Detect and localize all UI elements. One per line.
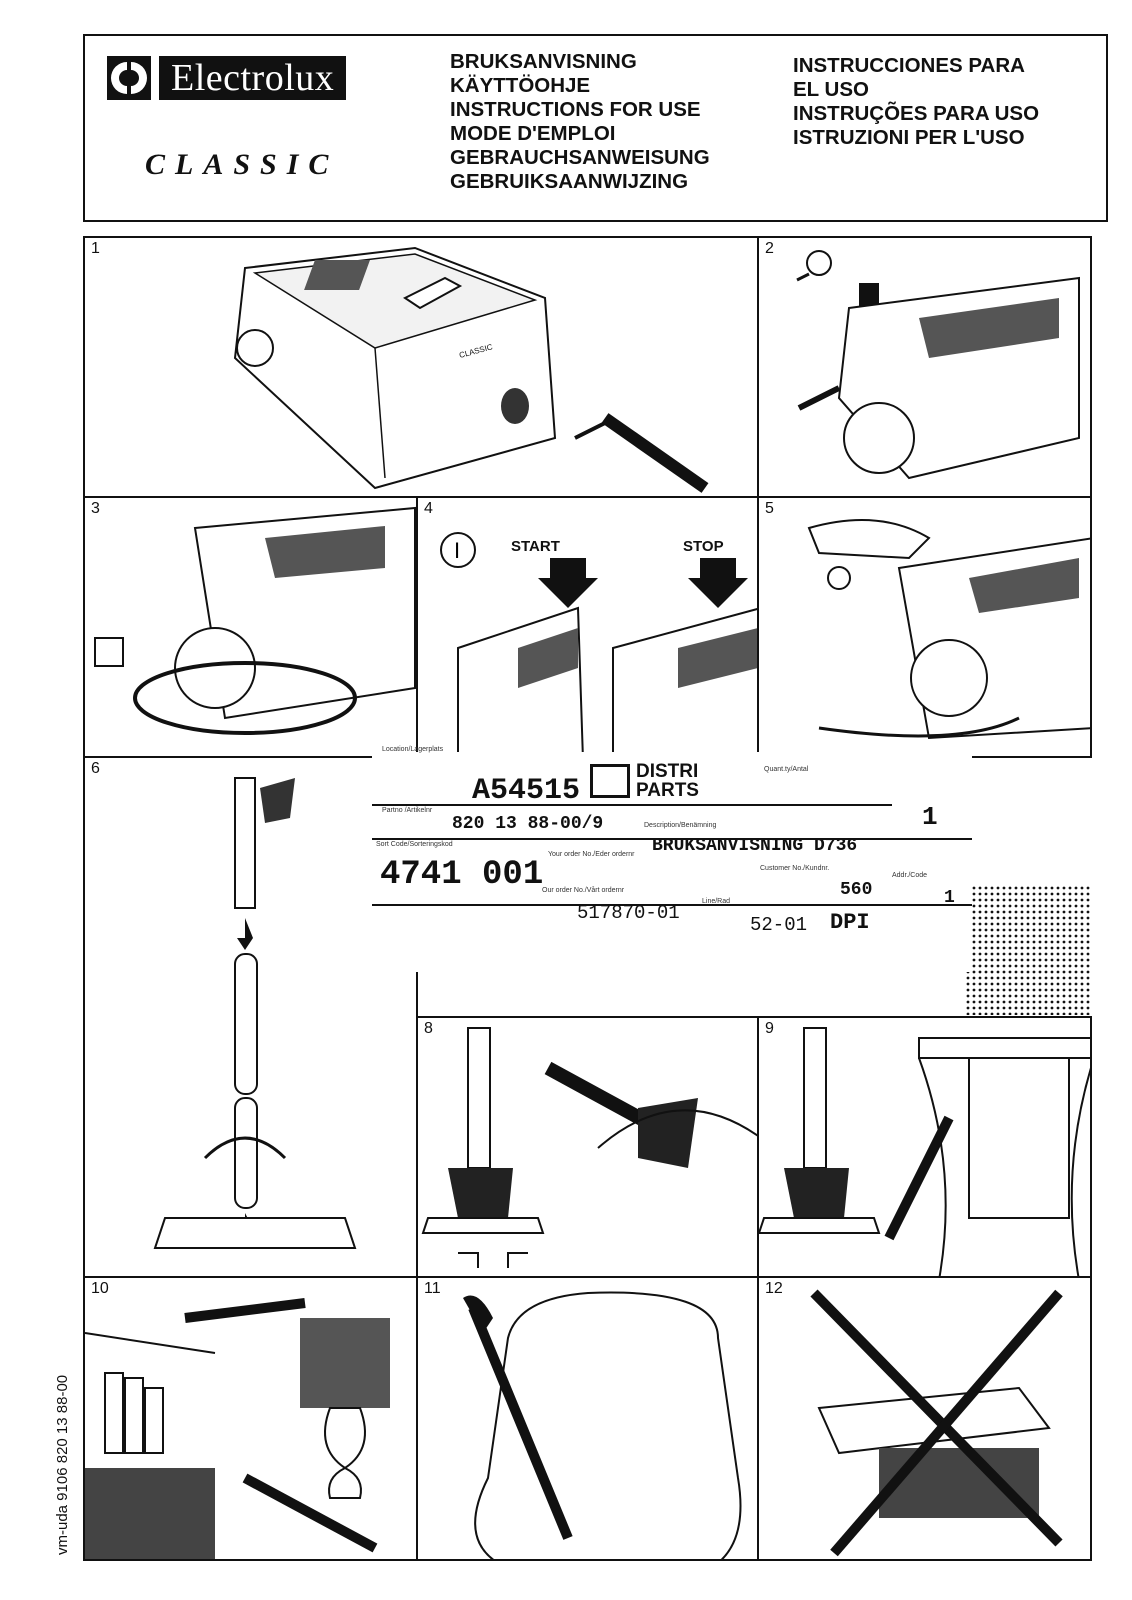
panel-3: 3	[83, 496, 418, 758]
language-title: ISTRUZIONI PER L'USO	[793, 126, 1025, 149]
panel-number: 10	[91, 1280, 109, 1297]
panel-1: 1 CLASSIC	[83, 236, 759, 498]
dusting-illustration	[85, 1298, 390, 1559]
line-caption: Line/Rad	[702, 898, 731, 905]
stop-label: STOP	[683, 538, 724, 555]
panel-5: 5	[757, 496, 1092, 758]
quantity-value: 1	[922, 802, 938, 832]
our-order-number: 517870-01	[577, 902, 680, 924]
electrolux-logo-icon	[107, 56, 151, 100]
cord-rewind-illustration	[807, 519, 1090, 740]
panel-6: 6	[83, 756, 418, 1278]
line-number: 52-01	[750, 914, 808, 936]
parts-label-card: Location/Lagerplats A54515 DISTRI PARTS …	[372, 746, 972, 972]
panel-number: 2	[765, 240, 774, 257]
panel-10: 10	[83, 1276, 418, 1561]
language-title: GEBRAUCHSANWEISUNG	[450, 146, 710, 169]
divider	[372, 804, 892, 806]
sortcode-caption: Sort Code/Sorteringskod	[376, 841, 453, 848]
panel-4: 4 I START STOP	[416, 496, 759, 758]
panel-12: 12	[757, 1276, 1092, 1561]
language-title: INSTRUCTIONS FOR USE	[450, 98, 701, 121]
panel-number: 4	[424, 500, 433, 517]
panel-8: 8	[416, 1016, 759, 1278]
part-number: 820 13 88-00/9	[452, 814, 604, 834]
power-on-symbol: I	[454, 538, 460, 563]
prohibited-use-illustration	[810, 1289, 1063, 1557]
sort-code: 4741 001	[380, 856, 544, 894]
start-stop-illustration: I	[440, 532, 757, 756]
language-title: MODE D'EMPLOI	[450, 122, 616, 145]
partno-caption: Partno /Artikelnr	[382, 807, 433, 814]
addr-code: 1	[944, 888, 955, 908]
distri-parts-logo: DISTRI PARTS	[590, 762, 699, 800]
assembly-illustration	[153, 777, 357, 1249]
upholstery-illustration	[463, 1291, 742, 1559]
distri-line1: DISTRI	[636, 761, 699, 782]
panel-number: 1	[91, 240, 100, 257]
language-title: BRUKSANVISNING	[450, 50, 637, 73]
brand-name: Electrolux	[159, 56, 347, 100]
language-title: EL USO	[793, 78, 869, 101]
quantity-caption: Quant.ty/Antal	[764, 766, 809, 773]
language-title: KÄYTTÖOHJE	[450, 74, 591, 97]
language-title: GEBRUIKSAANWIJZING	[450, 170, 689, 193]
our-order-caption: Our order No./Vårt ordernr	[542, 887, 625, 894]
panel-9: 9	[757, 1016, 1092, 1278]
customer-number: 560	[840, 880, 873, 900]
model-name: CLASSIC	[145, 148, 339, 181]
panel-number: 5	[765, 500, 774, 517]
language-list-2: INSTRUCCIONES PARA EL USO INSTRUÇÕES PAR…	[793, 54, 1039, 150]
description-caption: Description/Benämning	[644, 822, 717, 829]
language-list-1: BRUKSANVISNING KÄYTTÖOHJE INSTRUCTIONS F…	[450, 50, 710, 194]
description-value: BRUKSANVISNING D736	[652, 836, 858, 856]
location-caption: Location/Lagerplats	[382, 746, 444, 753]
floor-nozzle-illustration	[421, 1027, 757, 1268]
start-label: START	[511, 538, 560, 555]
divider	[372, 838, 972, 840]
curtain-cleaning-illustration	[759, 1027, 1090, 1276]
plug-in-illustration	[94, 506, 416, 735]
customer-caption: Customer No./Kundnr.	[760, 865, 830, 872]
language-title: INSTRUCCIONES PARA	[793, 54, 1025, 77]
vacuum-cleaner-illustration: CLASSIC	[233, 246, 709, 493]
cord-release-illustration	[796, 250, 1080, 480]
distri-logo-icon	[590, 764, 630, 798]
panel-number: 9	[765, 1020, 774, 1037]
dpi-code: DPI	[830, 910, 870, 935]
panel-number: 3	[91, 500, 100, 517]
panel-number: 6	[91, 760, 100, 777]
distri-line2: PARTS	[636, 780, 699, 801]
panel-number: 11	[424, 1280, 441, 1297]
panel-number: 12	[765, 1280, 783, 1297]
addr-caption: Addr./Code	[892, 872, 928, 879]
panel-number: 8	[424, 1020, 433, 1037]
header-box: Electrolux CLASSIC BRUKSANVISNING KÄYTTÖ…	[83, 34, 1108, 222]
fabric-swatch-illustration	[965, 885, 1090, 1015]
document-code: vm-uda 9106 820 13 88-00	[54, 1374, 71, 1555]
electrolux-logo: Electrolux	[107, 56, 347, 100]
location-code: A54515	[472, 774, 581, 808]
panel-2: 2	[757, 236, 1092, 498]
language-title: INSTRUÇÕES PARA USO	[793, 102, 1040, 125]
divider	[372, 904, 972, 906]
panel-11: 11	[416, 1276, 759, 1561]
your-order-caption: Your order No./Eder ordernr	[548, 851, 635, 858]
